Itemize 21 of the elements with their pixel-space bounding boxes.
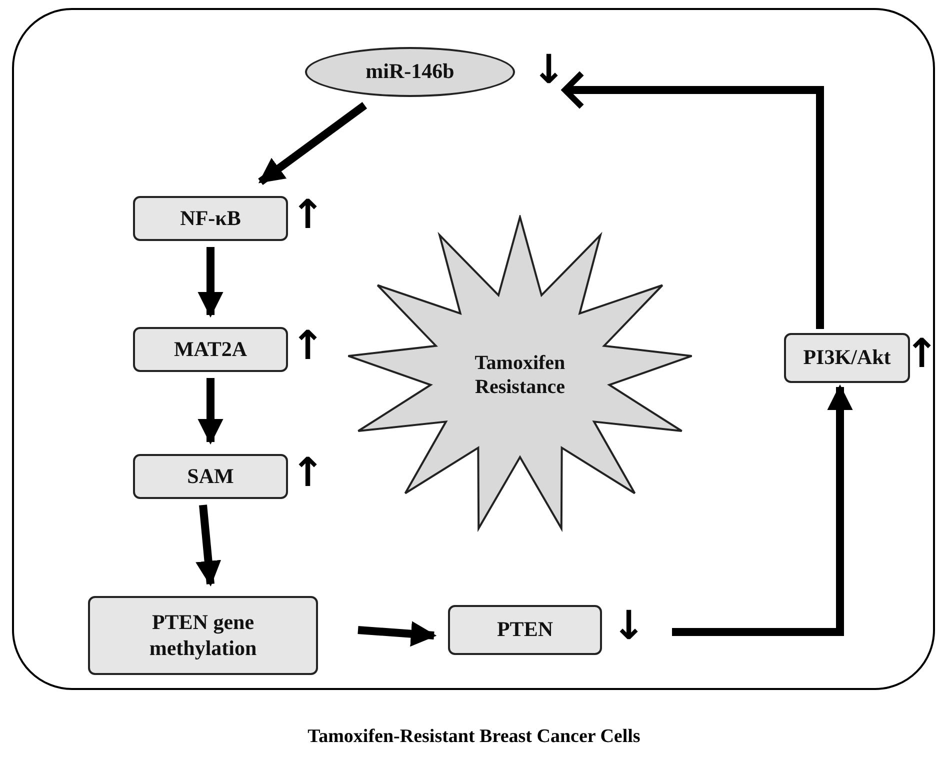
- process-box: PTEN gene methylation: [88, 596, 318, 675]
- process-box: NF-κB: [133, 196, 288, 241]
- starburst-shape: Tamoxifen Resistance: [345, 215, 695, 535]
- arrow: [672, 384, 853, 636]
- trend-sign: ↑: [291, 195, 325, 235]
- process-box: SAM: [133, 454, 288, 499]
- trend-sign: ↓: [612, 606, 646, 646]
- process-box: MAT2A: [133, 327, 288, 372]
- arrow: [562, 70, 824, 329]
- process-box: PTEN: [448, 605, 602, 655]
- arrow: [358, 621, 437, 647]
- arrow: [196, 504, 222, 587]
- trend-sign: ↓: [532, 50, 566, 90]
- arrow: [198, 378, 224, 445]
- ellipse-node: miR-146b: [305, 47, 515, 97]
- process-box: PI3K/Akt: [784, 333, 910, 383]
- trend-sign: ↑: [291, 453, 325, 493]
- diagram-caption: Tamoxifen-Resistant Breast Cancer Cells: [306, 726, 642, 748]
- arrow: [198, 247, 224, 318]
- trend-sign: ↑: [291, 326, 325, 366]
- arrow: [258, 102, 368, 186]
